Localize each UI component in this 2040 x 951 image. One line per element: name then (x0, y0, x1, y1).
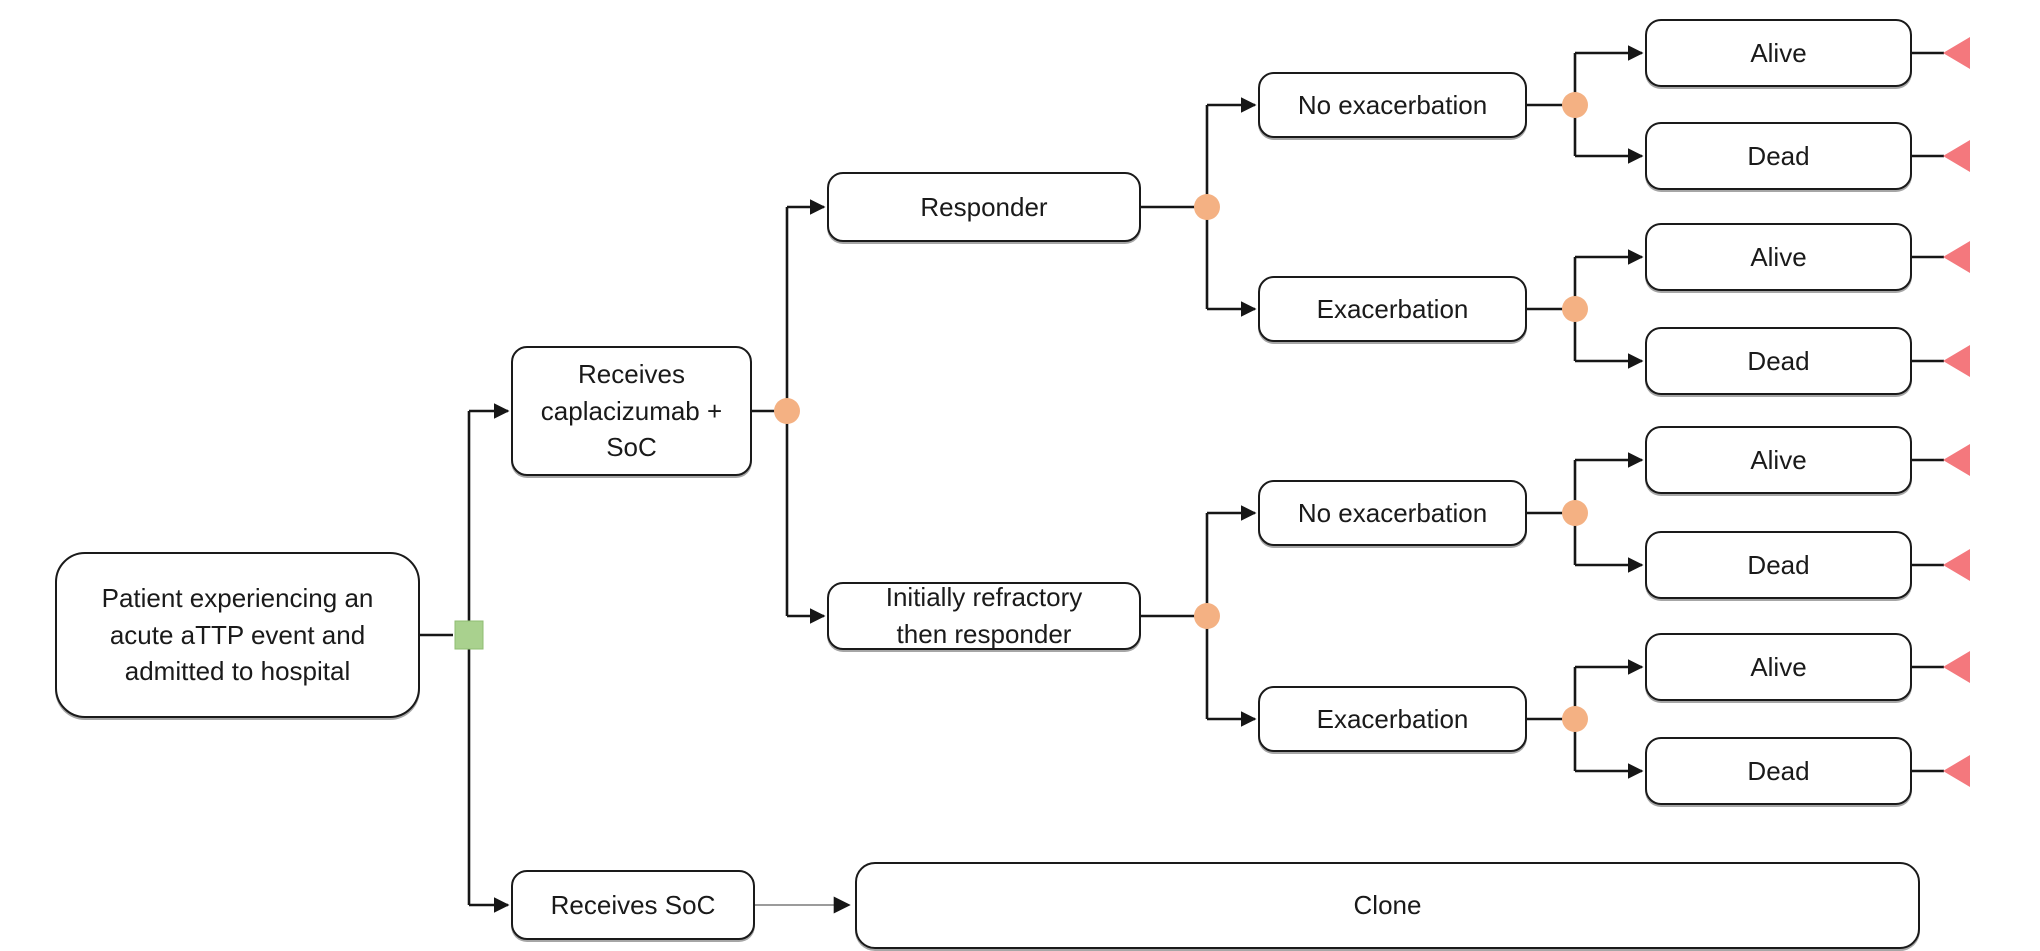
node-dead-1: Dead (1645, 122, 1912, 190)
node-responder: Responder (827, 172, 1141, 242)
node-dead-3: Dead (1645, 531, 1912, 599)
node-label: Alive (1750, 651, 1807, 682)
node-label: Receives SoC (550, 889, 716, 920)
terminal-node-marker-dead-4 (1943, 755, 1970, 787)
chance-node-marker-responder (1194, 194, 1220, 220)
node-root: Patient experiencing an acute aTTP event… (55, 552, 420, 718)
terminal-node-marker-alive-2 (1943, 241, 1970, 273)
chance-node-marker-exac-1 (1562, 296, 1588, 322)
node-label: Dead (1747, 140, 1810, 171)
terminal-node-marker-dead-3 (1943, 549, 1970, 581)
node-label: Alive (1750, 37, 1807, 68)
chance-node-marker-noexac-1 (1562, 92, 1588, 118)
chance-node-marker-noexac-2 (1562, 500, 1588, 526)
node-clone: Clone (855, 862, 1920, 949)
node-label: Dead (1747, 755, 1810, 786)
node-label: Patient experiencing an acute aTTP event… (101, 582, 374, 687)
node-receives-soc: Receives SoC (511, 870, 755, 940)
node-exacerbation-1: Exacerbation (1258, 276, 1527, 342)
node-label: No exacerbation (1297, 497, 1488, 528)
node-label: Exacerbation (1316, 293, 1469, 324)
node-label: Responder (920, 191, 1048, 222)
node-dead-4: Dead (1645, 737, 1912, 805)
node-label: Receives caplacizumab + SoC (540, 358, 723, 463)
terminal-node-marker-dead-1 (1943, 140, 1970, 172)
node-label: Dead (1747, 549, 1810, 580)
decision-node-marker (454, 620, 484, 650)
node-exacerbation-2: Exacerbation (1258, 686, 1527, 752)
node-label: Alive (1750, 241, 1807, 272)
node-label: Initially refractory then responder (885, 582, 1083, 649)
terminal-node-marker-dead-2 (1943, 345, 1970, 377)
node-no-exacerbation-2: No exacerbation (1258, 480, 1527, 546)
node-label: Clone (1353, 890, 1422, 921)
node-label: No exacerbation (1297, 89, 1488, 120)
node-label: Exacerbation (1316, 703, 1469, 734)
node-receives-caplacizumab-soc: Receives caplacizumab + SoC (511, 346, 752, 476)
node-initially-refractory: Initially refractory then responder (827, 582, 1141, 650)
terminal-node-marker-alive-1 (1943, 37, 1970, 69)
chance-node-marker-refractory (1194, 603, 1220, 629)
node-label: Dead (1747, 345, 1810, 376)
chance-node-marker-exac-2 (1562, 706, 1588, 732)
node-no-exacerbation-1: No exacerbation (1258, 72, 1527, 138)
node-label: Alive (1750, 444, 1807, 475)
node-dead-2: Dead (1645, 327, 1912, 395)
node-alive-2: Alive (1645, 223, 1912, 291)
node-alive-1: Alive (1645, 19, 1912, 87)
terminal-node-marker-alive-3 (1943, 444, 1970, 476)
terminal-node-marker-alive-4 (1943, 651, 1970, 683)
chance-node-marker-caplacizumab (774, 398, 800, 424)
node-alive-4: Alive (1645, 633, 1912, 701)
node-alive-3: Alive (1645, 426, 1912, 494)
